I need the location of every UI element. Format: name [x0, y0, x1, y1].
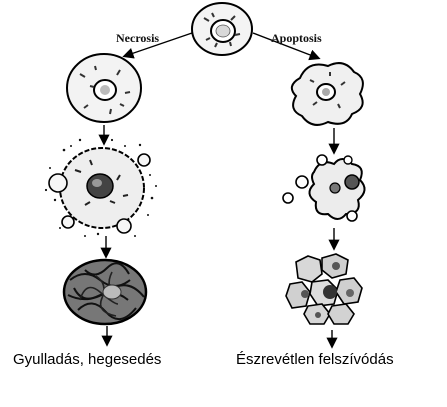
apoptosis-label: Apoptosis — [271, 31, 322, 45]
apoptosis-shrunken-cell — [290, 62, 364, 126]
necrosis-label: Necrosis — [116, 31, 160, 45]
normal-cell — [191, 2, 253, 56]
necrosis-ruptured-cell — [44, 138, 157, 237]
necrosis-debris-mass — [62, 258, 148, 326]
apoptosis-blebbing-cell — [282, 154, 366, 222]
arrow-to-apoptosis — [252, 32, 321, 61]
apoptosis-outcome-label: Észrevétlen felszívódás — [236, 351, 394, 368]
necrosis-outcome-label: Gyulladás, hegesedés — [13, 351, 162, 368]
apoptotic-bodies-cluster — [285, 253, 363, 325]
necrosis-swollen-cell — [66, 53, 142, 123]
arrow-to-necrosis — [122, 32, 193, 59]
